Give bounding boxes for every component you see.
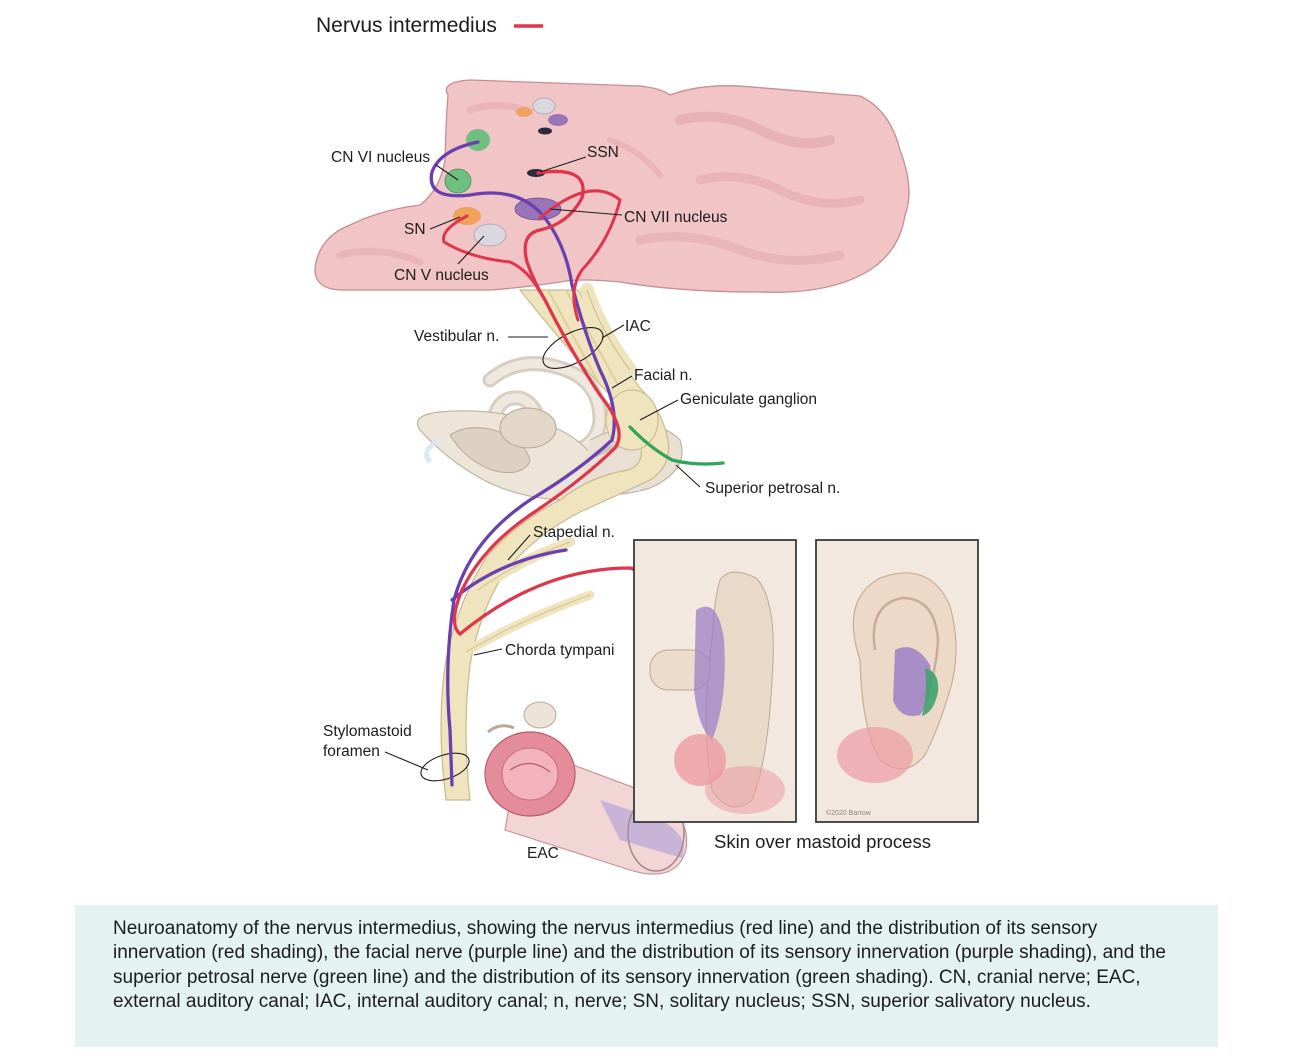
nerve-lines [429, 140, 725, 787]
superior-petrosal-green-line [628, 425, 725, 466]
nucleus-top-orange [516, 107, 532, 117]
facial-nerve-purple-line [429, 140, 616, 787]
label-skin-over-mastoid: Skin over mastoid process [714, 831, 931, 852]
external-auditory-canal [484, 701, 688, 875]
inset-panel-lateral-ear: ©2020 Barrow [815, 539, 979, 823]
cn-vi-nucleus-shape [444, 168, 472, 194]
nervus-intermedius-illustration: Nervus intermedius [314, 14, 979, 875]
inset-panel-posterior-ear [633, 539, 797, 823]
label-chorda-tympani: Chorda tympani [505, 642, 614, 659]
nucleus-top-gray [532, 97, 556, 115]
label-facial-n: Facial n. [634, 367, 693, 384]
illustration-credit: ©2020 Barrow [826, 809, 872, 817]
label-superior-petrosal-n: Superior petrosal n. [705, 480, 840, 497]
label-stapedial-n: Stapedial n. [533, 524, 615, 541]
red-line-cn-vii-loop [538, 189, 622, 322]
label-vestibular-n: Vestibular n. [414, 328, 499, 345]
stylomastoid-ring [420, 752, 470, 782]
nervus-intermedius-red-line [452, 169, 685, 662]
label-iac: IAC [625, 318, 651, 335]
label-sn: SN [404, 221, 426, 238]
label-cn-vi-nucleus: CN VI nucleus [331, 149, 430, 166]
label-stylomastoid-line2: foramen [323, 743, 380, 760]
red-line-sn-branch [442, 214, 542, 294]
nucleus-top-dark [538, 127, 552, 135]
leader-lines [384, 156, 701, 771]
label-eac: EAC [527, 845, 559, 862]
label-ssn: SSN [587, 144, 619, 161]
cn-v-nucleus-shape [473, 223, 507, 247]
label-stylomastoid-line1: Stylomastoid [323, 723, 412, 740]
nucleus-green-upper [466, 129, 490, 151]
structure-labels: CN VI nucleus SSN CN VII nucleus SN CN V… [323, 144, 931, 862]
brainstem [314, 79, 910, 293]
legend-label: Nervus intermedius [316, 14, 497, 37]
caption-text: Neuroanatomy of the nervus intermedius, … [113, 918, 1166, 1013]
label-geniculate-ganglion: Geniculate ganglion [680, 391, 817, 408]
figure-caption: Neuroanatomy of the nervus intermedius, … [75, 905, 1218, 1047]
nucleus-top-purple [548, 114, 568, 126]
label-cn-v-nucleus: CN V nucleus [394, 267, 489, 284]
label-cn-vii-nucleus: CN VII nucleus [624, 209, 728, 226]
